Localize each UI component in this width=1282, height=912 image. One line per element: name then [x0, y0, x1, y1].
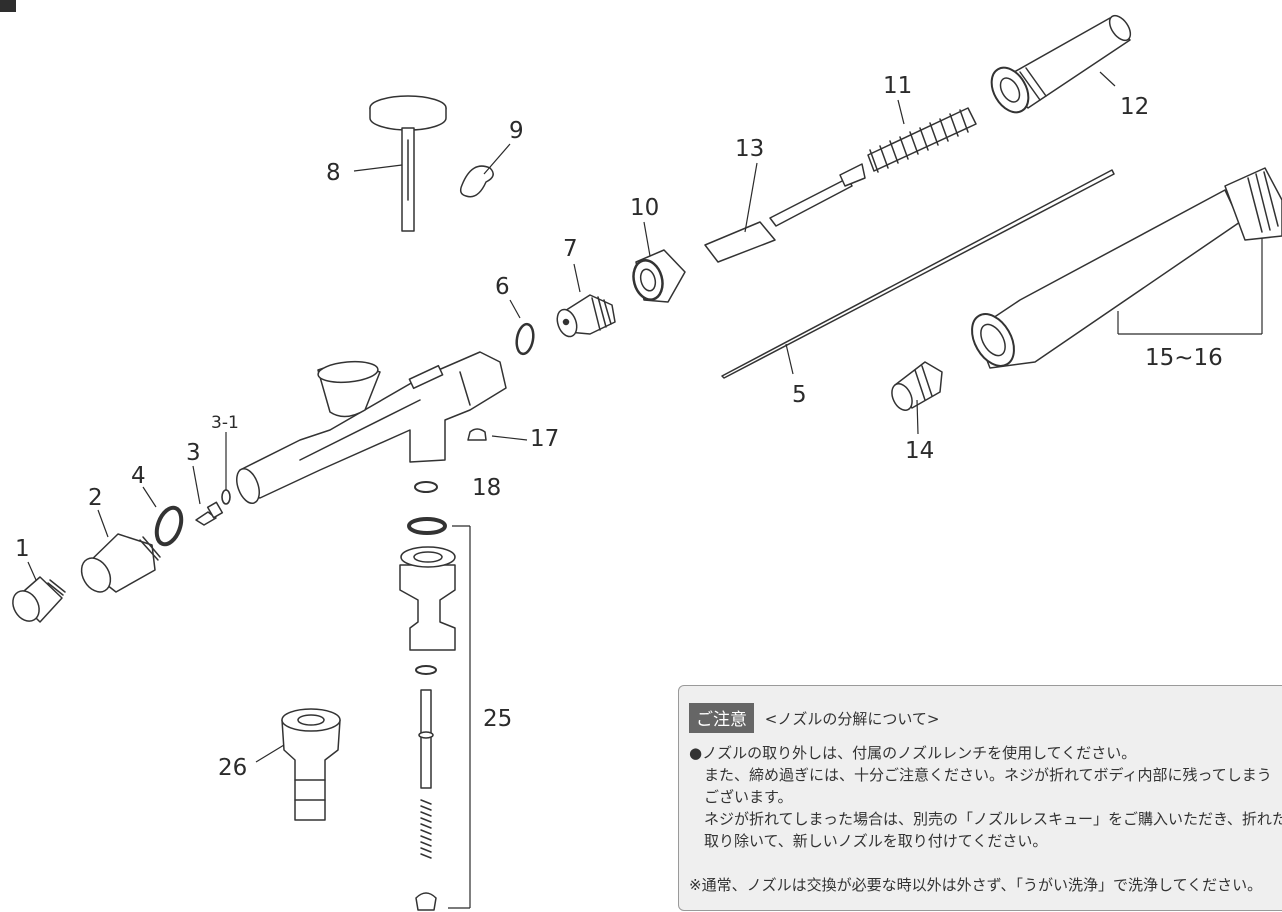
- label-part-25: 25: [483, 706, 512, 732]
- caution-footnote: ※通常、ノズルは交換が必要な時以外は外さず、「うがい洗浄」で洗浄してください。: [689, 876, 1263, 894]
- part-2-nozzle-guard: [80, 533, 161, 593]
- label-part-18: 18: [472, 475, 501, 501]
- part-3-nozzle: [195, 501, 224, 526]
- part-9-trigger-piece: [459, 165, 494, 198]
- label-part-2: 2: [88, 485, 103, 511]
- label-part-12: 12: [1120, 94, 1149, 120]
- corner-mark: [0, 0, 16, 12]
- label-part-6: 6: [495, 274, 510, 300]
- part-1-nozzle-cap: [12, 576, 66, 623]
- caution-line: また、締め過ぎには、十分ご注意ください。ネジが折れてボディ内部に残ってしまう: [689, 766, 1272, 784]
- airbrush-body: [236, 351, 507, 505]
- caution-header: ご注意 <ノズルの分解について>: [689, 703, 939, 733]
- label-part-4: 4: [131, 463, 146, 489]
- part-5-needle: [721, 169, 1115, 379]
- caution-line: ございます。: [689, 788, 793, 806]
- caution-line: ●ノズルの取り外しは、付属のノズルレンチを使用してください。: [689, 744, 1137, 762]
- label-part-9: 9: [509, 118, 524, 144]
- part-4-o-ring: [154, 505, 184, 547]
- caution-badge: ご注意: [689, 703, 754, 733]
- part-14-needle-cap: [891, 361, 943, 411]
- part-26-hose-nipple: [281, 708, 341, 821]
- part-3-1-ring: [221, 489, 231, 505]
- caution-subtitle: <ノズルの分解について>: [764, 709, 940, 728]
- part-15-16-handle: [971, 167, 1282, 369]
- caution-line: ネジが折れてしまった場合は、別売の「ノズルレスキュー」をご購入いただき、折れた: [689, 810, 1282, 828]
- label-part-26: 26: [218, 755, 247, 781]
- label-part-3-1: 3-1: [211, 413, 239, 433]
- label-part-10: 10: [630, 195, 659, 221]
- caution-notice: ご注意 <ノズルの分解について> ●ノズルの取り外しは、付属のノズルレンチを使用…: [678, 685, 1282, 911]
- label-part-13: 13: [735, 136, 764, 162]
- label-part-11: 11: [883, 73, 912, 99]
- part-10-valve-nut: [632, 249, 686, 303]
- part-7-valve-guide: [556, 294, 616, 338]
- part-8-trigger: [369, 95, 447, 232]
- part-18-o-ring: [414, 481, 438, 493]
- caution-body: ●ノズルの取り外しは、付属のノズルレンチを使用してください。 また、締め過ぎには…: [689, 742, 1282, 852]
- part-17-plug: [467, 428, 487, 441]
- part-12-spring-case: [990, 14, 1132, 114]
- label-part-17: 17: [530, 426, 559, 452]
- leader-lines: [27, 71, 1263, 909]
- part-13-chucking-guide: [704, 163, 866, 263]
- caution-line: 取り除いて、新しいノズルを取り付けてください。: [689, 832, 1048, 850]
- label-part-1: 1: [15, 536, 30, 562]
- label-part-8: 8: [326, 160, 341, 186]
- part-6-o-ring: [515, 322, 535, 356]
- part-25-joint-assembly: [399, 517, 456, 911]
- label-part-3: 3: [186, 440, 201, 466]
- part-11-spring: [867, 107, 977, 173]
- label-part-15-16: 15~16: [1145, 345, 1223, 371]
- label-part-14: 14: [905, 438, 934, 464]
- label-part-7: 7: [563, 236, 578, 262]
- label-part-5: 5: [792, 382, 807, 408]
